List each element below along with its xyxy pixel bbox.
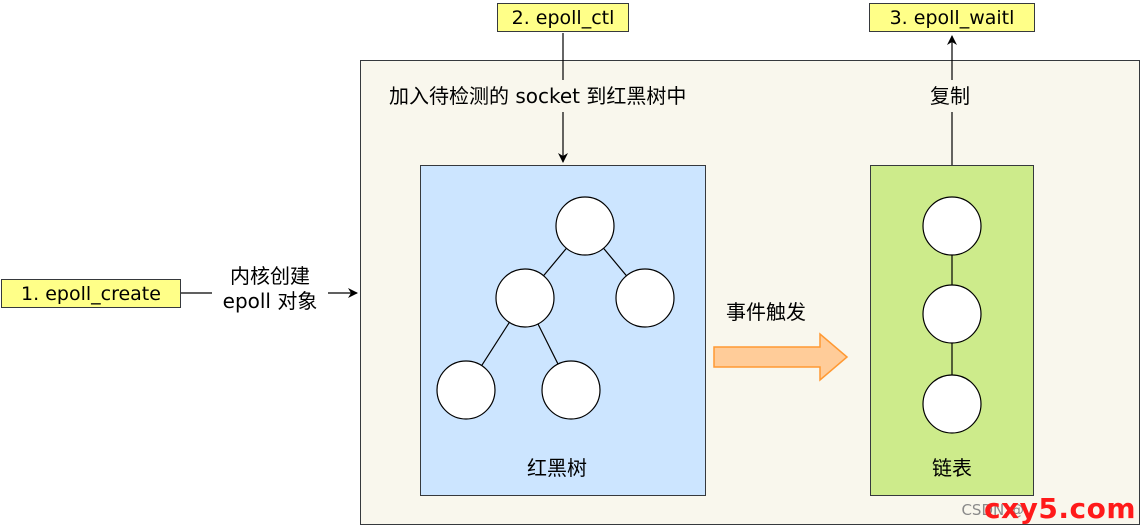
kernel-create-annotation: 内核创建 epoll 对象 <box>212 264 328 314</box>
site-watermark: cxy5.com <box>983 492 1136 525</box>
tree-node-left <box>495 268 555 328</box>
tree-node-right <box>615 268 675 328</box>
epoll-create-label: 1. epoll_create <box>1 279 181 308</box>
tree-node-root <box>555 196 615 256</box>
linked-list-title: 链表 <box>932 456 972 480</box>
kernel-create-line1: 内核创建 <box>230 264 310 288</box>
list-node <box>922 374 982 434</box>
event-trigger-arrow <box>713 332 849 382</box>
tree-node-left-left <box>436 360 496 420</box>
epoll-wait-label: 3. epoll_waitl <box>869 3 1035 32</box>
list-node <box>922 196 982 256</box>
copy-annotation: 复制 <box>930 84 970 109</box>
kernel-create-line2: epoll 对象 <box>222 289 318 313</box>
epoll-ctl-label: 2. epoll_ctl <box>497 3 629 32</box>
list-node <box>922 284 982 344</box>
add-socket-annotation: 加入待检测的 socket 到红黑树中 <box>389 84 687 109</box>
rbtree-title: 红黑树 <box>527 456 587 480</box>
event-trigger-annotation: 事件触发 <box>726 300 806 324</box>
csdn-watermark: CSDN @ <box>961 501 1024 519</box>
tree-node-left-right <box>541 360 601 420</box>
